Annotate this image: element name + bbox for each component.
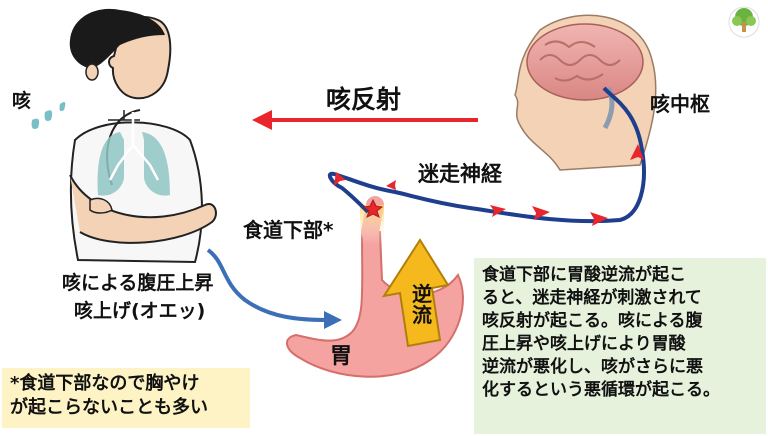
tree-logo-icon xyxy=(728,6,760,38)
explanation-box-bg xyxy=(474,258,766,434)
explanation-line: 圧上昇や咳上げにより胃酸 xyxy=(482,333,686,354)
vagus-nerve-label: 迷走神経 xyxy=(418,162,502,186)
reflux-label: 逆流 xyxy=(412,282,432,327)
explanation-line: 逆流が悪化し、咳がさらに悪 xyxy=(482,356,703,377)
person-coughing-icon xyxy=(69,8,217,264)
lungs-icon xyxy=(97,112,170,196)
cough-effects-line1: 咳による腹圧上昇 xyxy=(62,272,214,294)
abdominal-pressure-arrow xyxy=(206,248,342,329)
cough-reflex-arrow xyxy=(252,110,478,130)
note-box-bg xyxy=(2,368,250,428)
stomach-label: 胃 xyxy=(330,344,353,369)
note-box: *食道下部なので胸やけ が起こらないことも多い xyxy=(10,372,208,420)
explanation-line: ると、迷走神経が刺激されて xyxy=(482,287,702,308)
cough-reflex-label: 咳反射 xyxy=(326,85,402,114)
cough-effects-line2: 咳上げ(オエッ) xyxy=(74,300,206,322)
nerve-signal-arrows xyxy=(334,144,644,226)
note-line: *食道下部なので胸やけ xyxy=(10,373,200,394)
explanation-line: 食道下部に胃酸逆流が起こ xyxy=(482,265,686,285)
cough-droplets-icon xyxy=(31,102,66,129)
explanation-box: 食道下部に胃酸逆流が起こ ると、迷走神経が刺激されて 咳反射が起こる。咳による腹… xyxy=(482,264,720,402)
note-line: が起こらないことも多い xyxy=(10,396,208,418)
explanation-line: 化するという悪循環が起こる。 xyxy=(482,379,720,400)
lower-esophagus-label: 食道下部* xyxy=(243,218,334,242)
vagus-nerve-path xyxy=(327,86,646,224)
cough-center-label: 咳中枢 xyxy=(650,92,710,116)
brain-icon xyxy=(514,14,657,171)
cough-label: 咳 xyxy=(12,90,32,112)
lower-esophagus-marker-icon xyxy=(362,198,384,218)
explanation-line: 咳反射が起こる。咳による腹 xyxy=(482,310,703,331)
reflux-arrow xyxy=(381,238,450,348)
